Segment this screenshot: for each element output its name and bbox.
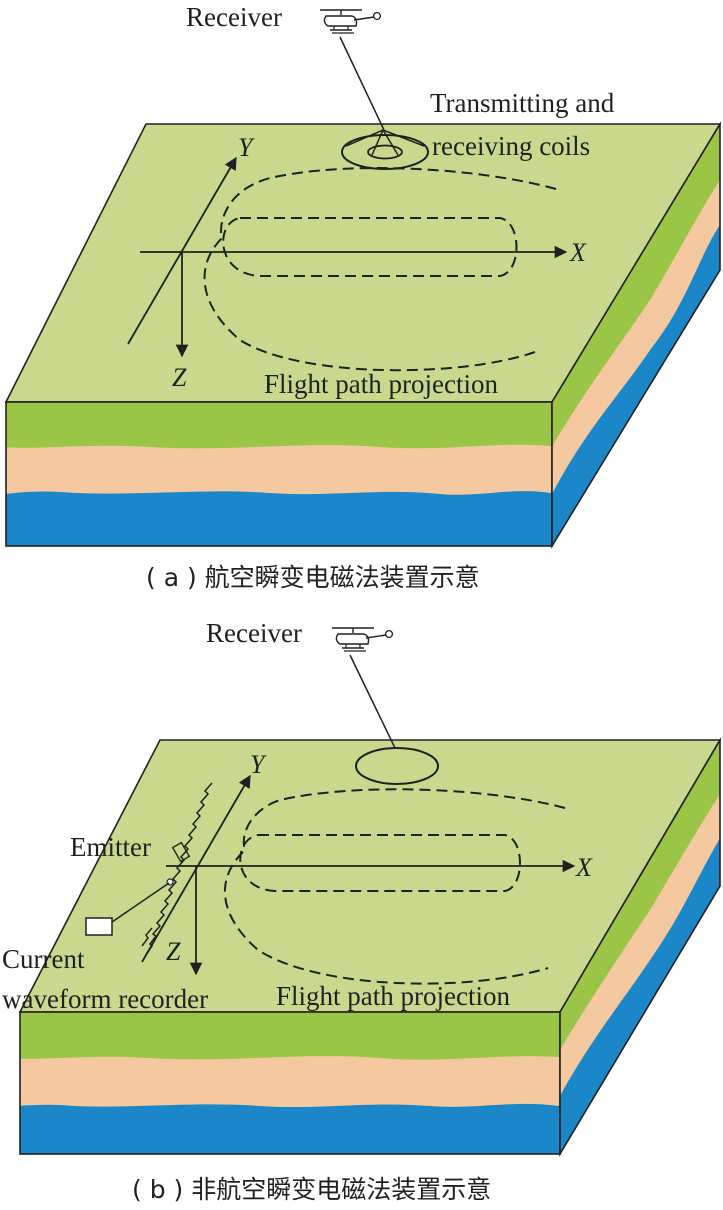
z-axis-label: Z [166,937,181,966]
helicopter-icon [319,9,382,34]
panel-a: X Y Z Receiver Transmitting and receivin… [4,2,722,592]
caption-b: ( b ) 非航空瞬变电磁法装置示意 [132,1175,491,1204]
front-strata [6,402,552,546]
y-axis-label: Y [238,133,255,162]
z-axis-label: Z [172,363,187,392]
transmitting-receiving-coils [341,129,429,170]
receiver-label: Receiver [206,618,302,648]
y-axis [127,156,237,345]
panel-b: X Y Z Receiver Emitter Current waveform … [2,618,722,1204]
tow-cable [349,654,396,749]
recorder-label-line2: waveform recorder [2,984,208,1014]
caption-a: ( a ) 航空瞬变电磁法装置示意 [146,563,480,592]
flight-path-label: Flight path projection [276,981,510,1011]
flight-path-inner [222,217,518,277]
receiving-coil [355,747,439,785]
emitter-wire [141,782,213,953]
front-strata [20,1012,560,1154]
current-waveform-recorder [85,917,113,936]
helicopter-icon [331,627,394,652]
coils-label-line1: Transmitting and [430,88,615,118]
emitter-label: Emitter [70,832,151,862]
flight-path-label: Flight path projection [264,369,498,399]
receiver-label: Receiver [186,2,282,32]
x-axis-label: X [575,853,593,882]
recorder-label-line1: Current [2,944,85,974]
flight-path-inner [239,834,521,892]
tow-cable [339,36,385,131]
x-axis-label: X [569,238,587,267]
coils-label-line2: receiving coils [432,131,590,161]
y-axis-label: Y [250,750,267,779]
